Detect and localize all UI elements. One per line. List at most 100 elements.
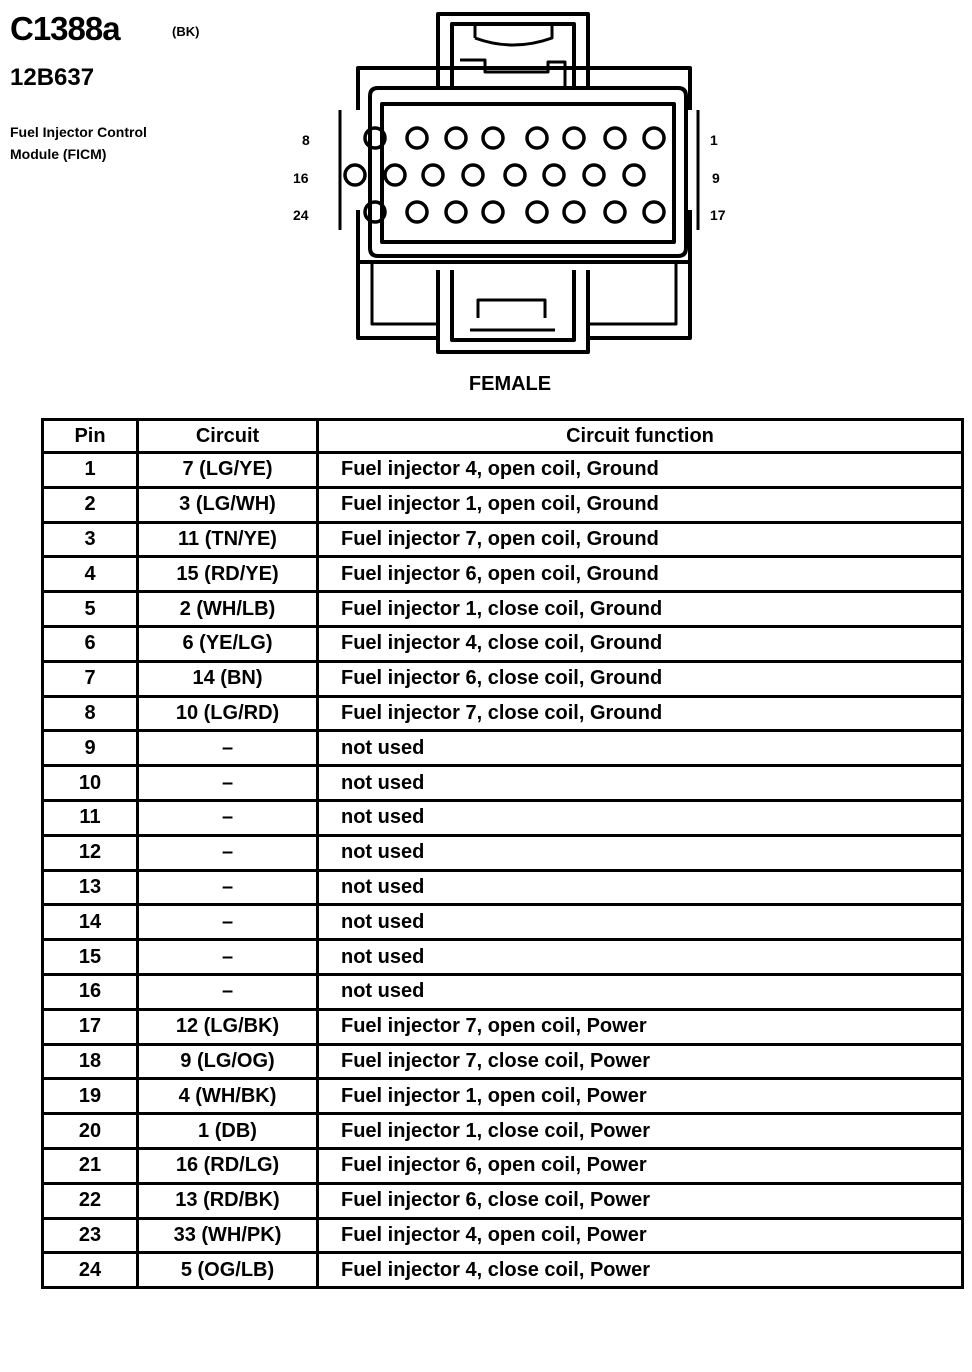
pin-cavity bbox=[444, 200, 468, 224]
cell-function: Fuel injector 7, open coil, Power bbox=[316, 1007, 964, 1046]
cell-pin: 11 bbox=[41, 798, 139, 837]
cell-circuit: – bbox=[136, 868, 319, 907]
table-header-row: Pin Circuit Circuit function bbox=[41, 418, 964, 454]
pin-cavity bbox=[481, 200, 505, 224]
pin-cavity bbox=[603, 126, 627, 150]
pin-cavity bbox=[444, 126, 468, 150]
outer-shroud bbox=[356, 66, 692, 264]
cell-pin: 24 bbox=[41, 1251, 139, 1290]
cell-circuit: 12 (LG/BK) bbox=[136, 1007, 319, 1046]
pin-cavity bbox=[421, 163, 445, 187]
main-housing bbox=[368, 86, 688, 258]
cell-circuit: 13 (RD/BK) bbox=[136, 1181, 319, 1220]
pin-cavity bbox=[343, 163, 367, 187]
cell-circuit: – bbox=[136, 729, 319, 768]
pin-cavity bbox=[562, 200, 586, 224]
pin-label-17: 17 bbox=[710, 207, 726, 223]
cell-function: Fuel injector 4, close coil, Power bbox=[316, 1251, 964, 1290]
pin-cavity bbox=[383, 163, 407, 187]
cell-pin: 21 bbox=[41, 1146, 139, 1185]
pin-cavity bbox=[525, 126, 549, 150]
cell-function: not used bbox=[316, 833, 964, 872]
table-row: 10–not used bbox=[41, 764, 964, 802]
table-row: 9–not used bbox=[41, 729, 964, 768]
cell-circuit: 11 (TN/YE) bbox=[136, 520, 319, 559]
cell-circuit: 4 (WH/BK) bbox=[136, 1077, 319, 1116]
cell-function: Fuel injector 1, close coil, Power bbox=[316, 1112, 964, 1150]
cell-pin: 6 bbox=[41, 624, 139, 663]
part-number: 12B637 bbox=[10, 64, 95, 91]
connector-code: C1388a bbox=[10, 10, 121, 47]
bottom-latch-outer bbox=[436, 270, 590, 354]
pin-cavity bbox=[405, 200, 429, 224]
cell-circuit: 14 (BN) bbox=[136, 659, 319, 698]
cell-function: Fuel injector 7, close coil, Power bbox=[316, 1042, 964, 1081]
cell-function: not used bbox=[316, 868, 964, 907]
pin-label-1: 1 bbox=[710, 132, 718, 148]
cell-circuit: 2 (WH/LB) bbox=[136, 590, 319, 628]
bottom-latch-inner bbox=[450, 270, 576, 342]
top-latch-hook bbox=[460, 58, 567, 88]
table-row: 15–not used bbox=[41, 938, 964, 976]
cell-pin: 3 bbox=[41, 520, 139, 559]
cell-function: Fuel injector 1, open coil, Power bbox=[316, 1077, 964, 1116]
cell-function: not used bbox=[316, 798, 964, 837]
header-circuit-function: Circuit function bbox=[316, 418, 964, 454]
bottom-shroud-inner bbox=[370, 262, 678, 326]
pin-cavity bbox=[622, 163, 646, 187]
pin-cavity bbox=[642, 200, 666, 224]
cell-circuit: – bbox=[136, 972, 319, 1011]
cell-function: Fuel injector 1, close coil, Ground bbox=[316, 590, 964, 628]
cell-function: not used bbox=[316, 903, 964, 942]
cell-pin: 17 bbox=[41, 1007, 139, 1046]
cell-function: not used bbox=[316, 729, 964, 768]
cell-pin: 23 bbox=[41, 1216, 139, 1255]
cell-circuit: 9 (LG/OG) bbox=[136, 1042, 319, 1081]
header-circuit: Circuit bbox=[136, 418, 319, 454]
cell-circuit: 1 (DB) bbox=[136, 1112, 319, 1150]
pin-label-9: 9 bbox=[712, 170, 720, 186]
description-line-1: Fuel Injector Control bbox=[10, 124, 147, 140]
table-row: 13–not used bbox=[41, 868, 964, 907]
cell-circuit: – bbox=[136, 903, 319, 942]
pin-cavity bbox=[405, 126, 429, 150]
cell-function: Fuel injector 4, open coil, Power bbox=[316, 1216, 964, 1255]
cell-pin: 20 bbox=[41, 1112, 139, 1150]
cell-pin: 2 bbox=[41, 485, 139, 524]
pin-label-24: 24 bbox=[293, 207, 309, 223]
cell-pin: 4 bbox=[41, 555, 139, 594]
cell-pin: 7 bbox=[41, 659, 139, 698]
cell-function: Fuel injector 6, open coil, Power bbox=[316, 1146, 964, 1185]
cell-pin: 1 bbox=[41, 451, 139, 489]
cell-pin: 15 bbox=[41, 938, 139, 976]
cell-pin: 10 bbox=[41, 764, 139, 802]
top-latch-outer bbox=[436, 12, 590, 88]
pin-label-8: 8 bbox=[302, 132, 310, 148]
table-row: 16–not used bbox=[41, 972, 964, 1011]
connector-description: Fuel Injector Control Module (FICM) bbox=[10, 121, 210, 165]
cell-circuit: 7 (LG/YE) bbox=[136, 451, 319, 489]
cell-circuit: 6 (YE/LG) bbox=[136, 624, 319, 663]
cell-function: Fuel injector 7, open coil, Ground bbox=[316, 520, 964, 559]
connector-face-diagram: 8 1 16 9 24 17 bbox=[293, 12, 726, 354]
pin-cavity bbox=[562, 126, 586, 150]
cell-circuit: 3 (LG/WH) bbox=[136, 485, 319, 524]
cell-pin: 22 bbox=[41, 1181, 139, 1220]
pin-label-16: 16 bbox=[293, 170, 309, 186]
pin-cavity bbox=[525, 200, 549, 224]
